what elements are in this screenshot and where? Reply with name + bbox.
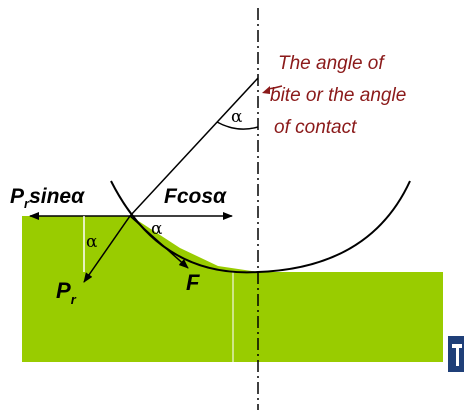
pr-sine-label-main: P (10, 185, 25, 208)
pr-label-main: P (56, 278, 71, 303)
f-label: F (186, 270, 200, 295)
annotation-line-3: of contact (274, 117, 357, 138)
bottom-edge-block-highlight (456, 344, 459, 366)
pr-label-sub: r (71, 292, 77, 307)
tangential-force-arrow (129, 215, 189, 269)
annotation-line-1: The angle of (278, 53, 385, 74)
pr-sine-label-rest: sineα (29, 185, 85, 208)
alpha-label-top: α (231, 107, 243, 127)
pr-sine-label: Prsineα (10, 185, 85, 211)
fcos-label: Fcosα (164, 185, 227, 208)
alpha-label-right: α (151, 219, 163, 239)
bite-angle-arc (216, 121, 259, 130)
alpha-label-left: α (86, 232, 98, 252)
annotation-line-2: bite or the angle (270, 85, 406, 106)
annotation-pointer-arrowhead (262, 86, 270, 94)
radius-line (129, 77, 259, 217)
radial-force-arrow (83, 215, 131, 283)
pr-label: Pr (56, 278, 77, 307)
pr-sine-label-sub: r (24, 196, 30, 211)
